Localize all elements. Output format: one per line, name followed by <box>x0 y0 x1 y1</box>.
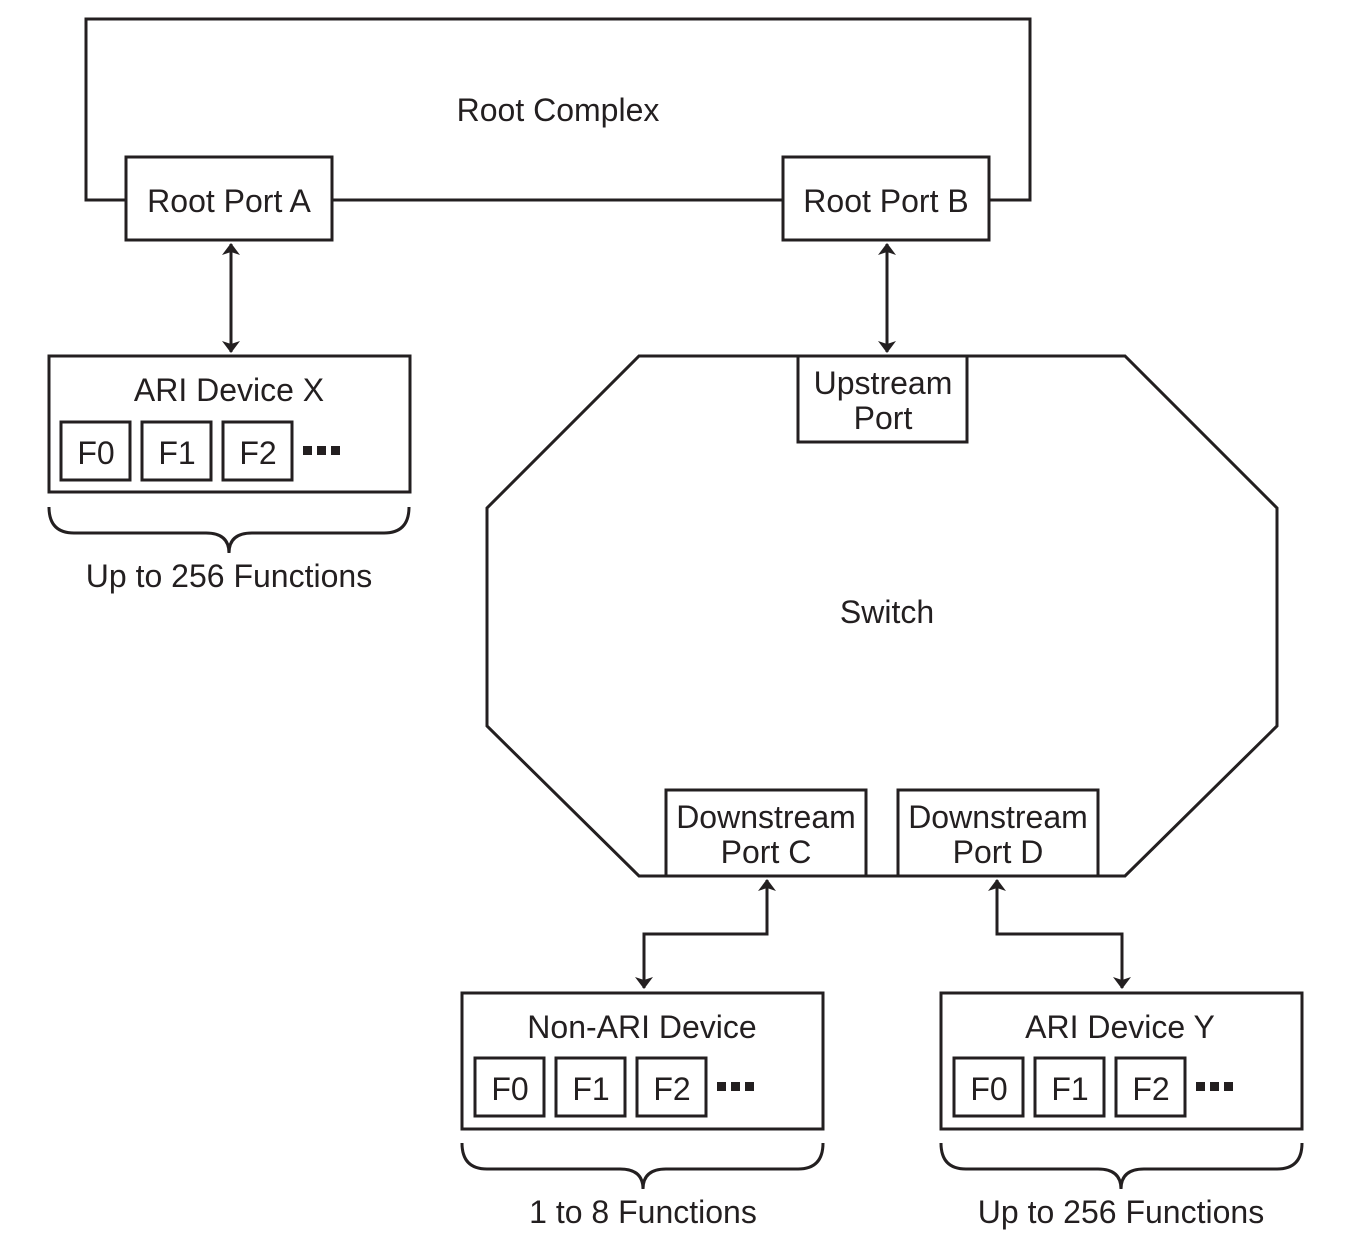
upstream-port-label-line2: Port <box>854 400 913 436</box>
ari-device-y-label: ARI Device Y <box>1025 1009 1215 1045</box>
ari-device-y-function-box <box>1114 1056 1187 1118</box>
link-port-d-device-y <box>988 879 1131 989</box>
non-ari-device-function-label: F0 <box>491 1071 528 1107</box>
downstream-port-d-label-line1: Downstream <box>908 799 1088 835</box>
ari-device-x-function-label: F2 <box>239 435 276 471</box>
root-complex-label: Root Complex <box>457 92 660 128</box>
non-ari-device-function-box <box>473 1056 546 1118</box>
root-port-a[interactable] <box>124 155 334 242</box>
ari-device-x-brace-label: Up to 256 Functions <box>86 558 372 594</box>
ari-device-y-brace-label: Up to 256 Functions <box>978 1194 1264 1230</box>
root-port-b[interactable] <box>781 155 991 242</box>
root-port-b-label: Root Port B <box>803 183 968 219</box>
ari-device-x-function-box <box>59 420 132 482</box>
downstream-port-d[interactable] <box>896 788 1100 878</box>
root-port-a-label: Root Port A <box>147 183 311 219</box>
ari-device-x-ellipsis: ▪▪▪ <box>303 446 340 455</box>
upstream-port-label-line1: Upstream <box>814 365 953 401</box>
ari-device-y-function-label: F1 <box>1051 1071 1088 1107</box>
downstream-port-c-label-line2: Port C <box>721 834 812 870</box>
non-ari-device-brace-label: 1 to 8 Functions <box>529 1194 757 1230</box>
root-complex-outline <box>84 17 1032 202</box>
switch-body[interactable] <box>485 354 1279 878</box>
ari-device-x-function-box <box>140 420 213 482</box>
downstream-port-d-label-line2: Port D <box>953 834 1044 870</box>
upstream-port[interactable] <box>796 354 969 444</box>
non-ari-device-label: Non-ARI Device <box>527 1009 756 1045</box>
ari-device-x-function-box <box>221 420 294 482</box>
non-ari-device-function-box <box>635 1056 708 1118</box>
non-ari-device-brace <box>460 1142 825 1190</box>
ari-device-y-function-box <box>1033 1056 1106 1118</box>
ari-device-y-ellipsis: ▪▪▪ <box>1196 1082 1233 1091</box>
ari-device-y-function-box <box>952 1056 1025 1118</box>
ari-device-y-brace <box>939 1142 1304 1190</box>
non-ari-device-function-label: F2 <box>653 1071 690 1107</box>
link-port-c-non-ari <box>635 879 776 989</box>
non-ari-device-ellipsis: ▪▪▪ <box>717 1082 754 1091</box>
downstream-port-c[interactable] <box>664 788 868 878</box>
non-ari-device-function-label: F1 <box>572 1071 609 1107</box>
ari-device-x-brace <box>47 506 411 554</box>
ari-device-x-label: ARI Device X <box>134 372 324 408</box>
ari-device-x-function-label: F1 <box>158 435 195 471</box>
downstream-port-c-label-line1: Downstream <box>676 799 856 835</box>
ari-device-y-function-label: F2 <box>1132 1071 1169 1107</box>
switch-label: Switch <box>840 594 934 630</box>
ari-device-y-function-label: F0 <box>970 1071 1007 1107</box>
ari-device-x-function-label: F0 <box>77 435 114 471</box>
non-ari-device-function-box <box>554 1056 627 1118</box>
